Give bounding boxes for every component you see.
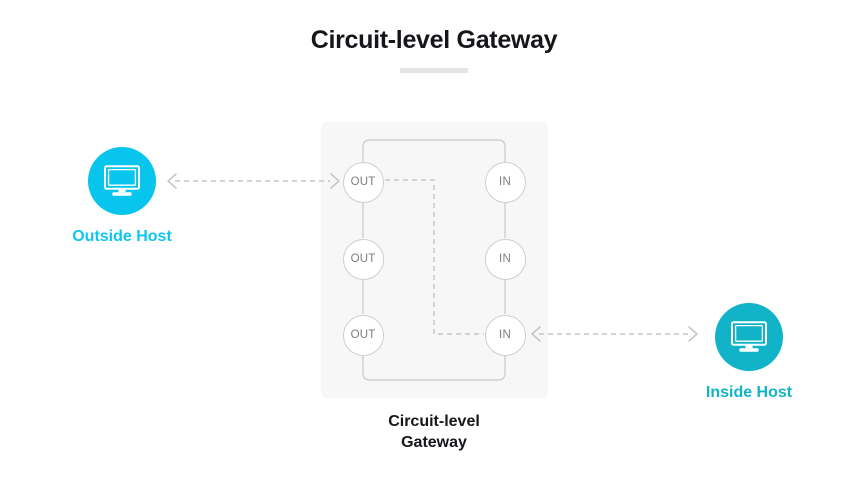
gateway-caption-line-1: Circuit-level [388,413,480,430]
in-node-3[interactable]: IN [484,314,526,356]
in-node-2[interactable]: IN [484,238,526,280]
outside-host-label: Outside Host [72,228,172,245]
inside-host-connector [531,326,698,342]
desktop-monitor-icon [104,165,140,196]
out-node-3[interactable]: OUT [342,314,384,356]
gateway-bus-frame [362,139,506,381]
inside-host-label: Inside Host [705,384,793,401]
title-divider [400,68,468,73]
in-node-1[interactable]: IN [484,161,526,203]
page-title: Circuit-level Gateway [310,26,558,54]
outside-host-node[interactable] [88,147,156,215]
out-node-1[interactable]: OUT [342,161,384,203]
desktop-monitor-icon [731,321,767,352]
gateway-caption: Circuit-level Gateway [334,411,534,453]
internal-circuit-path [385,179,484,335]
inside-host-node[interactable] [715,303,783,371]
gateway-caption-line-2: Gateway [401,434,467,451]
out-node-2[interactable]: OUT [342,238,384,280]
outside-host-connector [167,173,340,189]
